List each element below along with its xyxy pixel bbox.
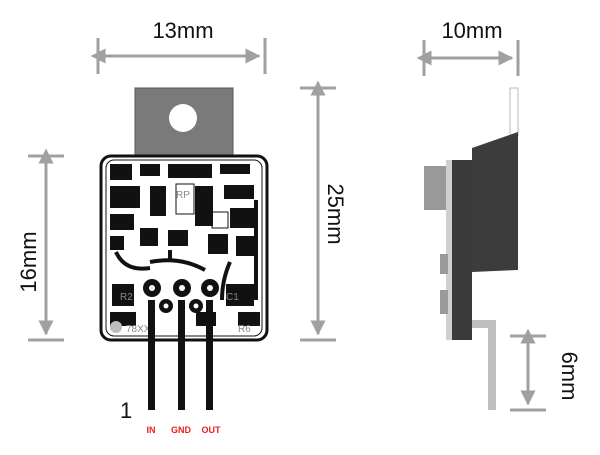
pin-in — [148, 300, 155, 410]
pin-pads — [110, 279, 219, 333]
pin-label-in: IN — [147, 425, 156, 435]
dimension-width-label: 13mm — [152, 18, 213, 43]
dimension-body-height — [28, 148, 64, 342]
pcb-board: RP R2 C1 R6 78XX — [99, 154, 269, 342]
mounting-hole-icon — [169, 104, 197, 132]
side-regulator-body — [472, 132, 518, 272]
pcb-label-r2: R2 — [120, 292, 133, 303]
pin1-marker: 1 — [120, 398, 132, 423]
dimension-pin-length-label: 6mm — [557, 352, 582, 401]
pcb-label-model: 78XX — [126, 324, 151, 335]
dimension-total-height-label: 25mm — [323, 183, 348, 244]
dimension-total-height — [300, 80, 336, 342]
side-heatsink-edge — [509, 87, 519, 137]
side-view — [424, 87, 519, 410]
side-pin — [472, 320, 496, 410]
side-pcb-layer — [446, 160, 452, 340]
front-view: RP R2 C1 R6 78XX 1 IN GND OUT — [99, 87, 269, 435]
side-component-low — [440, 290, 448, 314]
dimension-body-height-label: 16mm — [16, 231, 41, 292]
dimension-depth — [416, 40, 520, 76]
pin-gnd — [178, 300, 185, 410]
pins — [148, 300, 213, 410]
side-pcb-edge — [452, 160, 472, 340]
side-component-mid — [440, 254, 448, 274]
pcb-thick-traces — [114, 200, 258, 301]
dimension-depth-label: 10mm — [441, 18, 502, 43]
pcb-label-rp: RP — [176, 190, 190, 201]
heatsink-tab — [134, 87, 234, 157]
dimension-width — [90, 38, 267, 74]
pcb-label-c1: C1 — [226, 292, 239, 303]
dimension-pin-length — [510, 328, 546, 412]
side-component-top — [424, 166, 446, 210]
pcb-label-r6: R6 — [238, 324, 251, 335]
pin-label-gnd: GND — [171, 425, 192, 435]
pin-out — [206, 300, 213, 410]
pin-label-out: OUT — [202, 425, 222, 435]
